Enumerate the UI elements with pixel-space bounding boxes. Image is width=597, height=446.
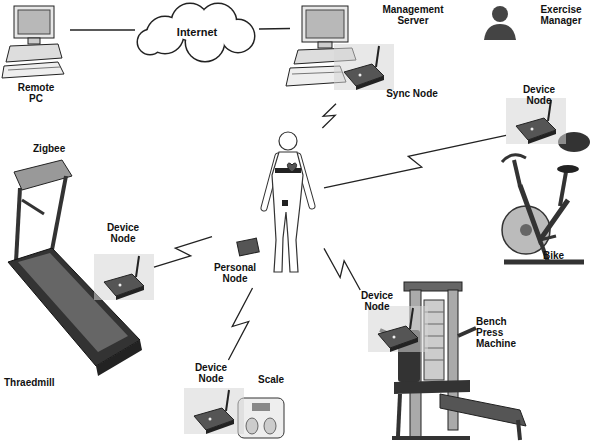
node-label: Management Server [380,4,446,26]
belt-sensor [282,200,288,206]
device-icon [368,306,428,352]
equipment-label: Bike [543,250,583,261]
node-label: Device Node [516,84,562,106]
node-label: Exercise Manager [530,4,592,26]
head [279,132,297,150]
person-figure [237,132,312,272]
keys [8,67,60,70]
body [272,152,303,272]
manager-icon [484,6,516,40]
screen [306,10,344,38]
equipment-label: Thraedmill [4,377,84,388]
sync-device-icon [334,44,394,90]
remote-pc-icon [2,6,64,78]
wireless-link [154,237,212,267]
node-label: Remote PC [14,82,58,104]
device-node: Device Node [354,290,428,350]
pedal [540,236,556,240]
handrail [22,200,44,214]
node-label: Device Node [100,222,146,244]
node-label: Personal Node [212,262,258,284]
equipment-label: Bench Press Machine [476,316,526,349]
personal-device [237,238,259,256]
heart-sensor [287,163,296,172]
hub [520,224,532,236]
seat-post [560,172,566,206]
equipment-label: Scale [258,374,308,385]
personal-node: Personal Node [212,128,324,288]
cloud-fill [138,30,162,54]
cloud-lobe [138,30,162,54]
desktop-unit [6,44,62,62]
wireless-link [324,248,360,290]
bike-drawing [502,132,590,262]
handle-post [514,160,520,186]
deck-front [96,340,142,376]
manager-node: Exercise Manager [480,2,595,44]
keyboard [2,62,64,78]
bench-leg [398,394,400,436]
cloud-shape [138,4,254,61]
wireless-link [324,135,506,187]
sync-node: Sync Node [336,48,442,104]
seat [394,380,470,394]
device-icon [94,254,154,300]
shoulders [484,24,516,40]
machine-base [392,436,470,440]
monitor-stand [318,42,332,48]
monitor [14,6,54,38]
cloud-fill [222,20,254,52]
computer-node: Remote PC [2,2,70,108]
device-node: Device Node [506,84,568,144]
device-node: Device Node [182,360,244,436]
monitor [302,6,348,42]
device-node: Device Node [92,222,154,308]
foot-pad [264,418,276,434]
handlebar [502,155,526,162]
upright [16,188,20,262]
head [492,6,508,22]
scale-drawing [238,398,284,438]
foot-pad [246,418,258,434]
device-icon [184,388,244,434]
node-label: Internet [157,27,237,38]
network-link [259,28,290,30]
cloud-node: Internet [135,3,259,63]
monitor-stand [28,38,40,44]
node-label: Device Node [354,290,400,312]
scale-body [238,398,284,438]
node-label: Device Node [188,362,234,384]
upright [52,176,66,250]
wireless-link [228,288,252,360]
scale-display [252,403,270,411]
saddle [557,165,579,173]
wireless-link [322,104,336,128]
cloud-lobe [222,20,254,52]
network-link [70,29,135,31]
server-node: Management Server [290,2,446,46]
bench-leg [518,420,520,440]
screen [18,10,50,34]
bench-press-drawing [380,282,526,440]
node-label: Sync Node [382,88,442,99]
leg-bench [440,394,526,426]
equipment-label: Zigbee [33,143,93,154]
